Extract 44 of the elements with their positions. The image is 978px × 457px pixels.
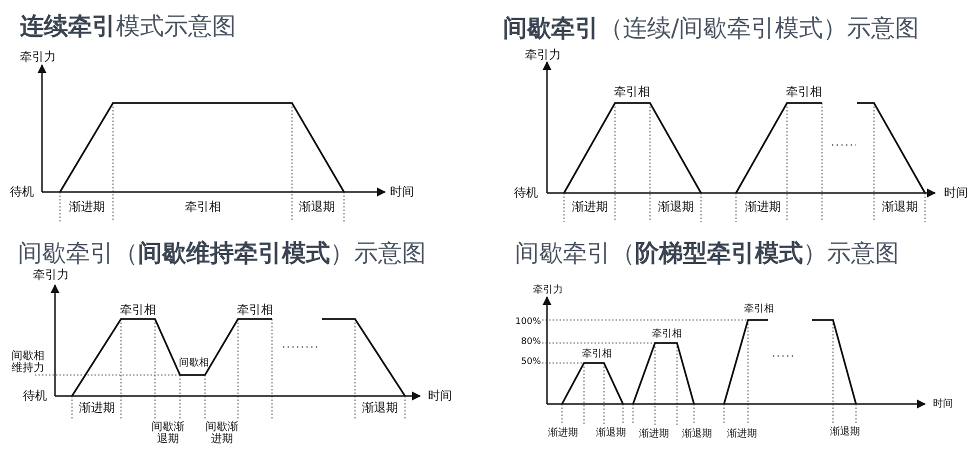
axis-label: 牵引力 <box>533 284 563 296</box>
phase-label: 渐进期 <box>548 428 578 438</box>
phase-label: 牵引相 <box>237 303 273 317</box>
phase-label: 渐退期 <box>682 428 712 440</box>
phase-label: 渐进期 <box>69 200 105 214</box>
phase-label: 牵引相 <box>652 328 682 340</box>
phase-label: 渐退期 <box>830 426 860 438</box>
phase-label: 牵引相 <box>120 303 156 317</box>
phase-label: 牵引相 <box>185 200 221 214</box>
panel-title: 间歇牵引（阶梯型牵引模式）示意图 <box>515 240 899 266</box>
phase-label: 渐退期 <box>596 428 626 438</box>
phase-label: 渐进期 <box>727 428 757 440</box>
phase-label: 渐退期 <box>882 200 918 214</box>
phase-label: 渐进期 <box>79 401 115 415</box>
panel-title: 间歇牵引（连续/间歇牵引模式）示意图 <box>503 14 920 42</box>
phase-label: 牵引相 <box>614 85 650 99</box>
phase-label: 间歇渐进期 <box>204 420 240 446</box>
axis-label: 时间 <box>933 398 953 410</box>
phase-label: 间歇渐退期 <box>150 420 186 446</box>
phase-label: 渐进期 <box>639 428 669 440</box>
phase-label: 渐退期 <box>299 200 335 214</box>
axis-label: 时间 <box>428 389 452 403</box>
axis-label: 待机 <box>23 389 47 403</box>
axis-label: 牵引力 <box>525 48 561 62</box>
panel-title: 连续牵引模式示意图 <box>20 12 236 40</box>
axis-label: 时间 <box>944 186 968 200</box>
axis-label: 时间 <box>390 185 414 199</box>
phase-label: 渐进期 <box>745 200 781 214</box>
tick-label: 80% <box>520 338 541 348</box>
panel-title: 间歇牵引（间歇维持牵引模式）示意图 <box>18 240 426 266</box>
axis-label: 牵引力 <box>33 268 69 282</box>
tick-label: 100% <box>515 318 541 328</box>
phase-label: 间歇相 <box>179 358 209 368</box>
phase-label: 牵引相 <box>582 348 612 360</box>
phase-label: 牵引相 <box>786 85 822 99</box>
phase-label: 渐退期 <box>658 200 694 214</box>
phase-label: 间歇相维持力 <box>10 350 46 374</box>
phase-label: 牵引相 <box>744 304 774 314</box>
axis-label: 待机 <box>10 185 34 199</box>
axis-label: 待机 <box>514 186 538 200</box>
phase-label: 渐进期 <box>572 200 608 214</box>
phase-label: 渐退期 <box>362 401 398 415</box>
tick-label: 50% <box>520 358 541 368</box>
axis-label: 牵引力 <box>20 50 56 64</box>
